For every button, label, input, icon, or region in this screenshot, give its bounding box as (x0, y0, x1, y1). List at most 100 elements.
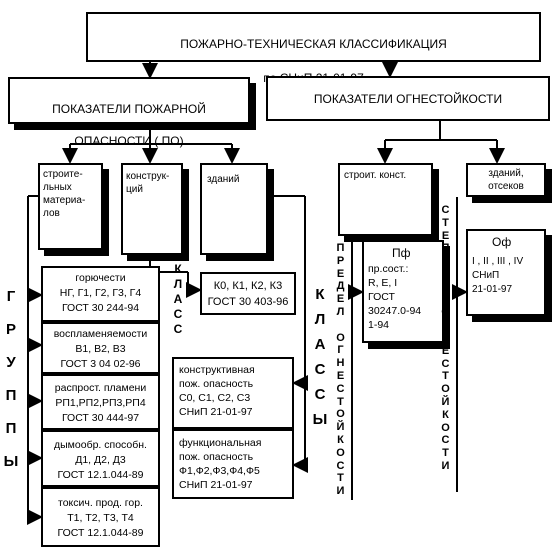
fire-limit-label-letter: Т (337, 472, 344, 485)
fire-limit-label-letter: О (336, 408, 345, 421)
group-box-ignitability: воспламеняемости В1, В2, В3 ГОСТ 3 04 02… (41, 322, 160, 374)
fire-resistance-header: ПОКАЗАТЕЛИ ОГНЕСТОЙКОСТИ (266, 76, 550, 121)
fire-limit-label-letter: Р (336, 254, 345, 267)
fire-degree-label-letter: О (441, 421, 450, 434)
fire-limit-label-letter: Й (336, 421, 345, 434)
title-line1: ПОЖАРНО-ТЕХНИЧЕСКАЯ КЛАССИФИКАЦИЯ (180, 37, 447, 51)
fire-degree-label-letter: Н (441, 331, 450, 344)
classes-label-letter: А (314, 336, 326, 353)
classes-label-letter: Ы (312, 411, 328, 428)
class-small-label-letter: А (173, 292, 183, 306)
classes-label-letter: Л (314, 311, 326, 328)
group-text-smoke: дымообр. способн. Д1, Д2, Д3 ГОСТ 12.1.0… (54, 439, 147, 481)
functional-hazard-box: функциональная пож. опасность Ф1,Ф2,Ф3,Ф… (172, 429, 294, 499)
fire-hazard-header: ПОКАЗАТЕЛИ ПОЖАРНОЙ ОПАСНОСТИ ( ПО) (8, 77, 250, 148)
fire-degree-label-letter: С (441, 434, 450, 447)
fire-limit-label-letter: Н (336, 357, 345, 370)
fire-degree-label-letter: С (441, 204, 450, 216)
group-text-combustibility: горючести НГ, Г1, Г2, Г3, Г4 ГОСТ 30 244… (59, 272, 142, 314)
fire-degree-label-letter: Т (442, 370, 449, 383)
fire-limit-label-letter: С (336, 459, 345, 472)
group-box-smoke: дымообр. способн. Д1, Д2, Д3 ГОСТ 12.1.0… (41, 430, 160, 487)
building-materials-text: строите- льных материа- лов (43, 169, 86, 219)
constructions-box: конструк- ций (121, 163, 183, 255)
groups-label-letter: Г (6, 288, 16, 305)
classes-label-letter: С (314, 386, 326, 403)
fire-limit-label-letter: Д (336, 280, 345, 293)
k-class-text: К0, К1, К2, К3 ГОСТ 30 403-96 (207, 280, 289, 308)
class-small-label-letter: С (173, 322, 183, 336)
fire-degree-label-letter: Е (441, 255, 450, 268)
functional-hazard-text: функциональная пож. опасность Ф1,Ф2,Ф3,Ф… (179, 437, 262, 491)
of-body: I , II , III , IV СНиП 21-01-97 (472, 256, 524, 295)
fire-limit-label-letter: Г (337, 344, 344, 357)
title-box: ПОЖАРНО-ТЕХНИЧЕСКАЯ КЛАССИФИКАЦИЯ по СНи… (86, 12, 541, 85)
constructive-hazard-text: конструктивная пож. опасность С0, С1, С2… (179, 364, 255, 418)
fire-limit-label-letter: П (336, 242, 345, 254)
fire-limit-label-letter: Е (336, 293, 345, 306)
fire-degree-label-letter: О (441, 383, 450, 396)
fire-limit-label-letter: И (336, 485, 345, 498)
groups-label-letter: Ы (3, 453, 19, 470)
fire-degree-label-letter (444, 294, 447, 307)
fire-resistance-header-text: ПОКАЗАТЕЛИ ОГНЕСТОЙКОСТИ (313, 92, 503, 106)
fire-degree-label-letter: Й (441, 395, 450, 408)
buildings-compartments-box: зданий, отсеков (466, 163, 546, 197)
fire-degree-label-letter: И (441, 459, 450, 472)
fire-degree-label-letter: П (441, 242, 450, 255)
fire-limit-label-letter: К (337, 433, 344, 446)
pf-title: Пф (392, 246, 411, 260)
fire-degree-label-letter: Г (442, 319, 449, 332)
fire-limit-label-letter: С (336, 382, 345, 395)
fire-limit-label-letter (339, 319, 342, 332)
group-text-ignitability: воспламеняемости В1, В2, В3 ГОСТ 3 04 02… (53, 328, 148, 370)
constructions-text: конструк- ций (126, 171, 170, 195)
buildings-text: зданий (207, 174, 240, 185)
group-text-flame-spread: распрост. пламени РП1,РП2,РП3,РП4 ГОСТ 3… (54, 382, 147, 424)
fire-limit-label-letter: О (336, 331, 345, 344)
of-title: Оф (492, 235, 512, 249)
pf-body: пр.сост.: R, E, I ГОСТ 30247.0-94 1-94 (368, 263, 422, 331)
fire-degree-label-letter: Н (441, 267, 450, 280)
fire-limit-label-letter: Е (336, 369, 345, 382)
fire-hazard-header-line2: ОПАСНОСТИ ( ПО) (74, 134, 184, 148)
of-box: Оф I , II , III , IV СНиП 21-01-97 (466, 229, 546, 316)
constructive-hazard-box: конструктивная пож. опасность С0, С1, С2… (172, 357, 294, 429)
group-text-toxicity: токсич. прод. гор. Т1, Т2, Т3, Т4 ГОСТ 1… (57, 497, 144, 539)
buildings-box: зданий (200, 163, 268, 255)
fire-degree-label-letter: Т (442, 447, 449, 460)
buildings-compartments-text: зданий, отсеков (488, 168, 524, 192)
building-constructions-box: строит. конст. (338, 163, 433, 236)
building-constructions-text: строит. конст. (344, 170, 407, 181)
groups-label-letter: П (5, 387, 17, 404)
class-small-label-letter: Л (173, 277, 183, 291)
fire-degree-label-letter: Т (442, 216, 449, 229)
fire-degree-label-letter: Е (441, 344, 450, 357)
fire-hazard-header-line1: ПОКАЗАТЕЛИ ПОЖАРНОЙ (52, 102, 206, 116)
fire-degree-label-letter: Ь (441, 280, 450, 293)
fire-degree-label-letter: К (442, 408, 449, 421)
fire-degree-label-letter: Е (441, 229, 450, 242)
class-small-label-letter: С (173, 307, 183, 321)
fire-limit-label-letter: Е (336, 267, 345, 280)
classes-label-letter: К (315, 286, 325, 303)
fire-limit-label-letter: Т (337, 395, 344, 408)
pf-box: Пф пр.сост.: R, E, I ГОСТ 30247.0-94 1-9… (362, 240, 444, 343)
groups-label-letter: У (6, 354, 16, 371)
k-class-box: К0, К1, К2, К3 ГОСТ 30 403-96 (200, 272, 296, 315)
groups-label-letter: Р (5, 321, 16, 338)
class-small-label-letter: К (174, 262, 182, 276)
group-box-toxicity: токсич. прод. гор. Т1, Т2, Т3, Т4 ГОСТ 1… (41, 487, 160, 547)
fire-limit-label-letter: Л (336, 305, 345, 318)
fire-degree-label-letter: О (441, 306, 450, 319)
group-box-combustibility: горючести НГ, Г1, Г2, Г3, Г4 ГОСТ 30 244… (41, 266, 160, 322)
building-materials-box: строите- льных материа- лов (38, 163, 103, 250)
group-box-flame-spread: распрост. пламени РП1,РП2,РП3,РП4 ГОСТ 3… (41, 374, 160, 430)
